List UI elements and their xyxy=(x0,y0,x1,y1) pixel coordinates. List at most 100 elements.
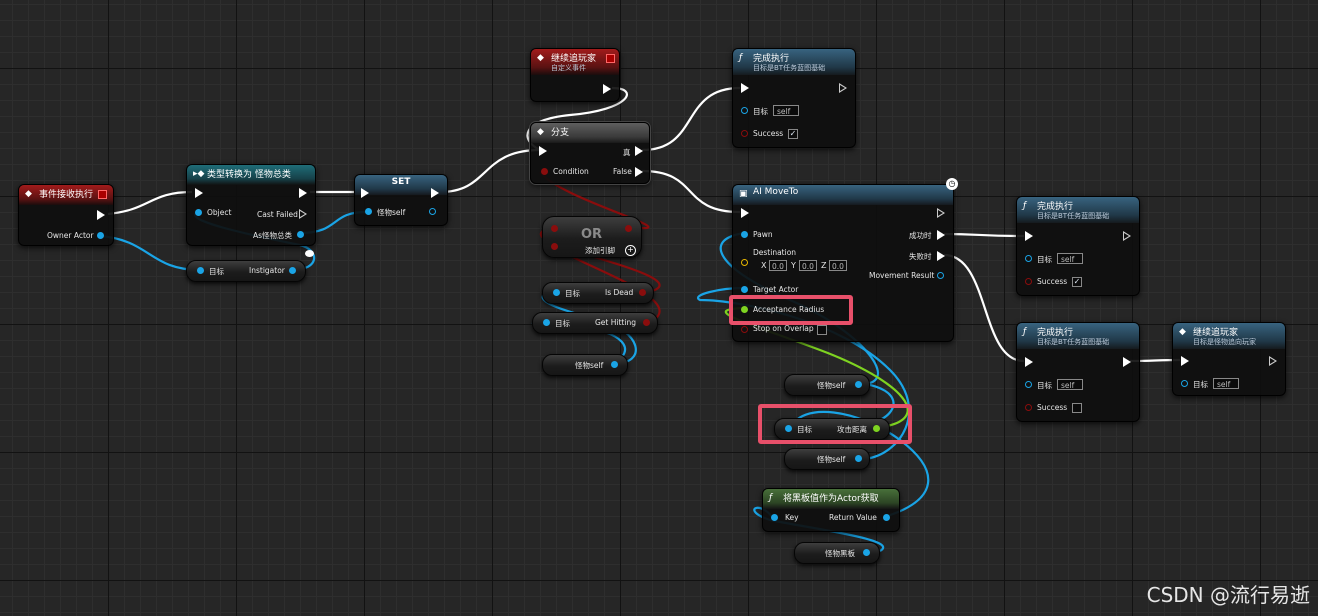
as-monster-output-pin[interactable] xyxy=(297,231,304,238)
true-exec-pin[interactable] xyxy=(635,146,643,156)
target-input-pin[interactable] xyxy=(197,267,204,274)
pawn-input-pin[interactable] xyxy=(741,231,748,238)
get-attack-range-node[interactable]: 目标 攻击距离 xyxy=(774,418,890,440)
cast-failed-exec-pin[interactable] xyxy=(299,209,307,219)
or-input-pin-a[interactable] xyxy=(551,225,558,232)
or-input-pin-b[interactable] xyxy=(551,243,558,250)
reroute-knot-icon[interactable] xyxy=(305,250,314,257)
success-input-pin[interactable] xyxy=(1025,404,1032,411)
destination-x-field[interactable]: 0.0 xyxy=(769,260,787,271)
or-node[interactable]: OR 添加引脚 + xyxy=(542,216,642,258)
return-value-output-pin[interactable] xyxy=(883,514,890,521)
get-blackboard-value-as-actor-node[interactable]: ƒ 将黑板值作为Actor获取 Key Return Value xyxy=(762,488,900,532)
on-success-exec-pin[interactable] xyxy=(937,230,945,240)
exec-input-pin[interactable] xyxy=(1025,357,1033,367)
delegate-pin-icon[interactable] xyxy=(98,190,107,199)
exec-output-pin[interactable] xyxy=(97,210,105,220)
monster-blackboard-variable-node[interactable]: 怪物黑板 xyxy=(794,542,880,564)
acceptance-radius-input-pin[interactable] xyxy=(741,306,748,313)
exec-input-pin[interactable] xyxy=(1181,356,1189,366)
add-pin-label[interactable]: 添加引脚 xyxy=(585,246,615,255)
target-self-field[interactable]: self xyxy=(1057,379,1083,390)
exec-output-pin[interactable] xyxy=(1123,357,1131,367)
set-variable-node[interactable]: SET 怪物self xyxy=(354,174,448,226)
destination-y-field[interactable]: 0.0 xyxy=(799,260,817,271)
instigator-output-pin[interactable] xyxy=(289,267,296,274)
stop-on-overlap-checkbox[interactable] xyxy=(817,325,827,335)
ai-moveto-node[interactable]: ▣ AI MoveTo Pawn 成功时 Destination 失败时 X 0… xyxy=(732,184,954,342)
exec-input-pin[interactable] xyxy=(1025,231,1033,241)
target-actor-input-pin[interactable] xyxy=(741,286,748,293)
target-input-pin[interactable] xyxy=(553,289,560,296)
exec-input-pin[interactable] xyxy=(741,208,749,218)
target-self-field[interactable]: self xyxy=(1057,253,1083,264)
branch-node[interactable]: ◆ 分支 真 Condition False xyxy=(530,122,650,184)
success-checkbox[interactable]: ✓ xyxy=(1072,277,1082,287)
on-fail-exec-pin[interactable] xyxy=(937,251,945,261)
target-input-pin[interactable] xyxy=(1181,380,1188,387)
exec-output-pin[interactable] xyxy=(603,84,611,94)
variable-output-pin[interactable] xyxy=(863,549,870,556)
target-self-field[interactable]: self xyxy=(773,105,799,116)
monster-self-variable-node[interactable]: 怪物self xyxy=(784,448,870,470)
monster-self-variable-node[interactable]: 怪物self xyxy=(784,374,870,396)
destination-input-pin[interactable] xyxy=(741,259,748,266)
monster-self-variable-node[interactable]: 怪物self xyxy=(542,354,628,376)
target-input-pin[interactable] xyxy=(1025,381,1032,388)
or-output-pin[interactable] xyxy=(625,225,632,232)
finish-execute-node[interactable]: ƒ 完成执行 目标是BT任务蓝图基础 目标 self Success ✓ xyxy=(732,48,856,148)
condition-input-pin[interactable] xyxy=(541,168,548,175)
get-hitting-node[interactable]: 目标 Get Hitting xyxy=(532,312,658,334)
exec-output-pin[interactable] xyxy=(1269,356,1277,366)
is-dead-node[interactable]: 目标 Is Dead xyxy=(542,282,654,304)
finish-execute-node[interactable]: ƒ 完成执行 目标是BT任务蓝图基础 目标 self Success ✓ xyxy=(1016,196,1140,296)
get-instigator-node[interactable]: 目标 Instigator xyxy=(186,260,306,282)
movement-result-output-pin[interactable] xyxy=(937,272,944,279)
variable-output-pin[interactable] xyxy=(611,361,618,368)
stop-on-overlap-input-pin[interactable] xyxy=(741,326,748,333)
exec-input-pin[interactable] xyxy=(361,188,369,198)
success-input-pin[interactable] xyxy=(741,130,748,137)
exec-output-pin[interactable] xyxy=(839,83,847,93)
pin-label: Instigator xyxy=(249,266,285,275)
variable-output-pin[interactable] xyxy=(855,381,862,388)
exec-wire xyxy=(641,86,741,152)
destination-z-field[interactable]: 0.0 xyxy=(829,260,847,271)
success-input-pin[interactable] xyxy=(1025,278,1032,285)
exec-output-pin[interactable] xyxy=(1123,231,1131,241)
exec-output-pin[interactable] xyxy=(431,188,439,198)
exec-input-pin[interactable] xyxy=(741,83,749,93)
node-title: 事件接收执行 xyxy=(39,190,94,200)
exec-input-pin[interactable] xyxy=(195,188,203,198)
target-input-pin[interactable] xyxy=(741,107,748,114)
target-input-pin[interactable] xyxy=(785,425,792,432)
target-self-field[interactable]: self xyxy=(1213,378,1239,389)
object-input-pin[interactable] xyxy=(195,209,202,216)
key-input-pin[interactable] xyxy=(771,514,778,521)
exec-output-pin[interactable] xyxy=(937,208,945,218)
exec-input-pin[interactable] xyxy=(539,146,547,156)
exec-output-pin[interactable] xyxy=(299,188,307,198)
add-pin-plus-icon[interactable]: + xyxy=(625,245,636,256)
call-continue-chase-node[interactable]: ◆ 继续追玩家 目标是怪物追向玩家 目标 self xyxy=(1172,322,1286,396)
get-hitting-output-pin[interactable] xyxy=(643,319,650,326)
false-exec-pin[interactable] xyxy=(635,167,643,177)
success-checkbox[interactable]: ✓ xyxy=(788,129,798,139)
success-checkbox[interactable] xyxy=(1072,403,1082,413)
is-dead-output-pin[interactable] xyxy=(639,289,646,296)
owner-actor-output-pin[interactable] xyxy=(97,232,104,239)
variable-output-pin[interactable] xyxy=(855,455,862,462)
custom-event-continue-chase-node[interactable]: ◆ 继续追玩家 自定义事件 xyxy=(530,48,620,102)
node-header: ◆ 事件接收执行 xyxy=(19,185,113,205)
function-icon: ƒ xyxy=(769,493,773,503)
attack-range-output-pin[interactable] xyxy=(873,425,880,432)
cast-to-monster-node[interactable]: ▸◆ 类型转换为 怪物总类 Object Cast Failed As怪物总类 xyxy=(186,164,316,246)
finish-execute-node[interactable]: ƒ 完成执行 目标是BT任务蓝图基础 目标 self Success xyxy=(1016,322,1140,422)
delegate-pin-icon[interactable] xyxy=(606,54,615,63)
value-input-pin[interactable] xyxy=(365,208,372,215)
target-input-pin[interactable] xyxy=(1025,255,1032,262)
event-receive-execute-node[interactable]: ◆ 事件接收执行 Owner Actor xyxy=(18,184,114,246)
target-input-pin[interactable] xyxy=(543,319,550,326)
value-output-pin[interactable] xyxy=(429,208,436,215)
node-header: ▣ AI MoveTo xyxy=(733,185,953,205)
